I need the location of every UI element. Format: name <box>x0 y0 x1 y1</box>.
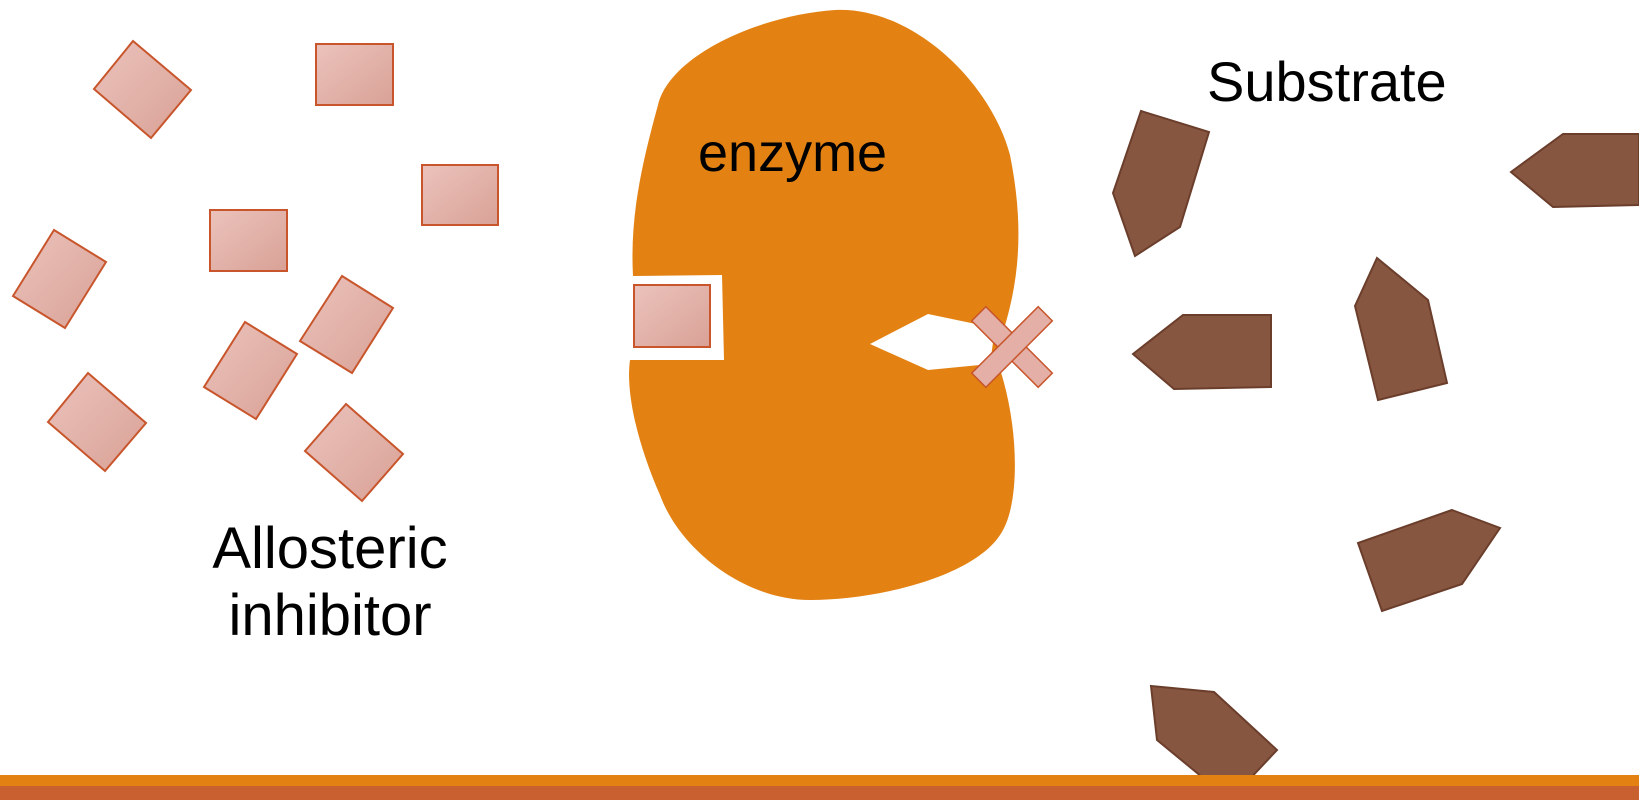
substrate-molecule <box>1358 510 1500 611</box>
substrate-molecule <box>1113 111 1209 256</box>
inhibitor-label-line-1: Allosteric <box>170 516 490 583</box>
bound-inhibitor <box>634 285 710 347</box>
footer-band-top <box>0 775 1639 786</box>
substrate-label: Substrate <box>1207 50 1447 114</box>
substrate-molecule <box>1511 134 1639 207</box>
inhibitor-molecule <box>48 373 146 471</box>
inhibitor-molecule <box>305 404 403 501</box>
substrate-group <box>1113 111 1639 800</box>
inhibitor-molecule <box>94 41 191 138</box>
footer-band-bottom <box>0 786 1639 800</box>
inhibitor-molecule <box>13 230 106 328</box>
inhibitor-label-line-2: inhibitor <box>170 583 490 650</box>
inhibitor-molecule <box>204 322 297 419</box>
allosteric-inhibitor-label: Allosteric inhibitor <box>170 516 490 649</box>
enzyme-label: enzyme <box>698 122 887 184</box>
inhibitor-molecule <box>316 44 393 105</box>
inhibitor-molecule <box>422 165 498 225</box>
inhibitor-molecule <box>300 276 393 373</box>
substrate-molecule <box>1133 315 1271 389</box>
inhibitor-molecule <box>210 210 287 271</box>
inhibitor-group <box>13 41 498 501</box>
substrate-molecule <box>1355 258 1447 400</box>
